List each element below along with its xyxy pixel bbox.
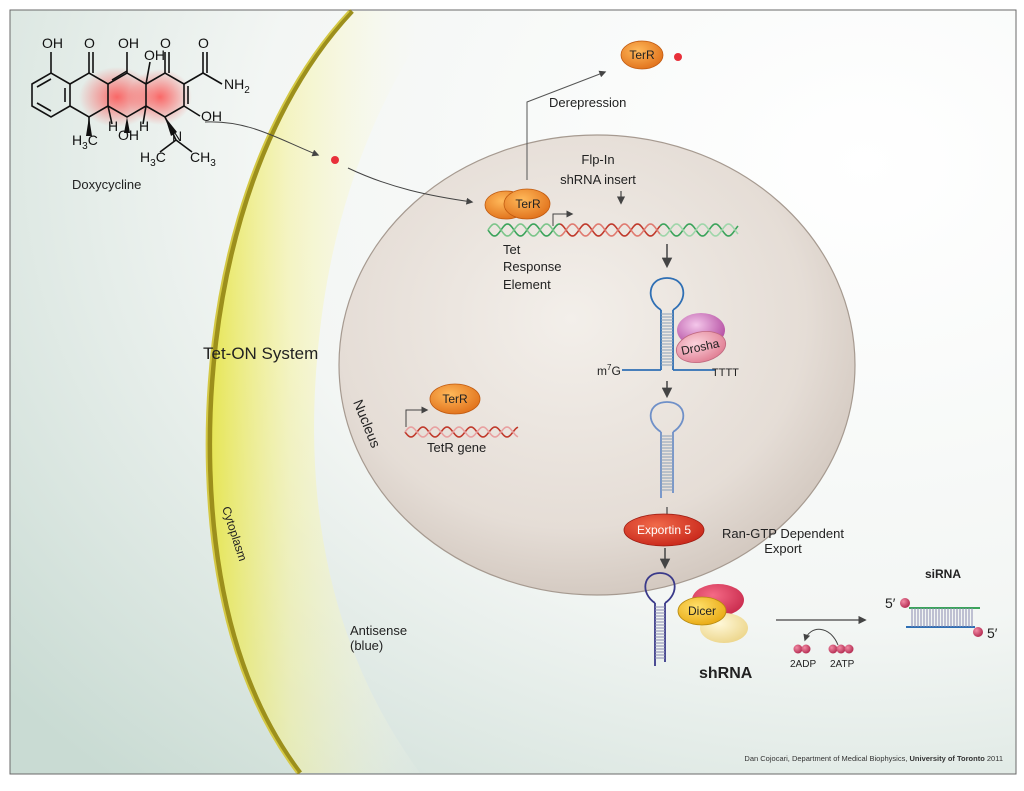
tetr-gene-label: TetR gene xyxy=(427,440,486,455)
credit-year: 2011 xyxy=(985,754,1003,763)
atp-beads xyxy=(828,644,854,654)
drosha: Drosha xyxy=(675,331,727,363)
dna-strand xyxy=(487,223,560,237)
promoter-arrow xyxy=(552,210,574,226)
phosphate-bead xyxy=(900,598,910,608)
exportin-5: Exportin 5 xyxy=(623,513,705,547)
dna-strand xyxy=(404,426,519,438)
uptake-arrow xyxy=(204,121,320,157)
terr-label: TerR xyxy=(629,48,655,62)
antisense-label: Antisense xyxy=(350,623,407,638)
tre-dna-helix xyxy=(487,223,739,237)
cell-membrane xyxy=(207,9,354,775)
g-text: G xyxy=(611,364,620,378)
dna-strand xyxy=(559,223,661,237)
credit-author: Dan Cojocari, Department of Medical Biop… xyxy=(744,754,909,763)
methyl-label: CH3 xyxy=(190,149,216,169)
export-label: Export xyxy=(764,541,802,556)
credit-line: Dan Cojocari, Department of Medical Biop… xyxy=(744,754,1003,763)
dicer-label: Dicer xyxy=(688,604,716,618)
dna-strand xyxy=(487,223,560,237)
derepression-arrow xyxy=(526,70,607,180)
tre-label: Response xyxy=(503,259,562,274)
ch-text: CH xyxy=(190,149,210,165)
tetr-gene-helix xyxy=(404,426,519,438)
oh-label: OH xyxy=(201,108,222,124)
n-label: N xyxy=(172,128,182,144)
tttt-label: TTTT xyxy=(712,367,739,379)
methyl-label: H3C xyxy=(140,149,166,169)
h-label: H xyxy=(139,118,149,134)
five-prime-label: 5′ xyxy=(987,625,998,641)
exportin-label: Exportin 5 xyxy=(637,523,691,537)
methyl-label: H3C xyxy=(72,132,98,152)
oh-label: OH xyxy=(42,35,63,51)
h-label: H xyxy=(108,118,118,134)
doxycycline-dot xyxy=(674,53,682,61)
nucleus xyxy=(338,134,856,596)
terr-bound: TerR xyxy=(484,188,551,220)
c-text: C xyxy=(156,149,166,165)
doxycycline-molecule: OH O OH OH O O NH2 OH H3C H OH H N H3C C… xyxy=(31,35,250,192)
doxycycline-dot xyxy=(331,156,339,164)
terr-released: TerR xyxy=(620,40,682,70)
dna-strand xyxy=(559,223,661,237)
oh-label: OH xyxy=(118,127,139,143)
m-text: m xyxy=(597,364,607,378)
dicer: Dicer xyxy=(677,596,727,626)
shrna-insert-label: shRNA insert xyxy=(560,172,636,187)
doxycycline-label: Doxycycline xyxy=(72,177,141,192)
m7g-cap-label: m7G xyxy=(597,363,621,378)
antisense-label: (blue) xyxy=(350,638,383,653)
nh-text: NH xyxy=(224,76,244,92)
h-text: H xyxy=(72,132,82,148)
nuclear-entry-arrow xyxy=(347,167,474,205)
tre-label: Element xyxy=(503,277,551,292)
adp-beads xyxy=(793,644,811,654)
atp-label: 2ATP xyxy=(830,659,855,670)
terr-label: TerR xyxy=(442,392,468,406)
five-prime-label: 5′ xyxy=(885,595,896,611)
methyl-subscript: 3 xyxy=(150,158,156,169)
nh2-subscript: 2 xyxy=(244,85,250,96)
oh-label: OH xyxy=(144,47,165,63)
oh-label: OH xyxy=(118,35,139,51)
ketone-o-label: O xyxy=(160,35,171,51)
cell-membrane-highlight xyxy=(205,10,350,774)
shrna-hairpin xyxy=(644,572,676,666)
amide-o-label: O xyxy=(198,35,209,51)
cytoplasm-region xyxy=(209,11,440,773)
terr-label: TerR xyxy=(515,197,541,211)
nh2-label: NH2 xyxy=(224,76,250,96)
sirna-duplex xyxy=(900,598,983,637)
methyl-subscript: 3 xyxy=(82,141,88,152)
shrna-label: shRNA xyxy=(699,665,753,682)
c-text: C xyxy=(88,132,98,148)
export-label: Ran-GTP Dependent xyxy=(722,526,844,541)
h-text: H xyxy=(140,149,150,165)
adp-label: 2ADP xyxy=(790,659,816,670)
dna-strand xyxy=(659,223,739,237)
credit-institution: University of Toronto xyxy=(910,754,986,763)
methyl-subscript: 3 xyxy=(210,158,216,169)
dna-strand xyxy=(404,426,519,438)
m7g-superscript: 7 xyxy=(607,363,612,372)
phosphate-bead xyxy=(973,627,983,637)
tre-label: Tet xyxy=(503,242,521,257)
ketone-o-label: O xyxy=(84,35,95,51)
pri-shrna-hairpin xyxy=(622,277,715,371)
terr-expressed: TerR xyxy=(429,383,481,415)
dna-strand xyxy=(659,223,739,237)
system-title: Tet-ON System xyxy=(203,344,318,363)
flp-in-label: Flp-In xyxy=(581,152,614,167)
gene-promoter-arrow xyxy=(405,406,429,427)
sirna-label: siRNA xyxy=(925,567,961,581)
atp-hydrolysis-arrow xyxy=(803,628,839,646)
derepression-label: Derepression xyxy=(549,95,626,110)
pre-shrna-hairpin xyxy=(649,401,685,498)
